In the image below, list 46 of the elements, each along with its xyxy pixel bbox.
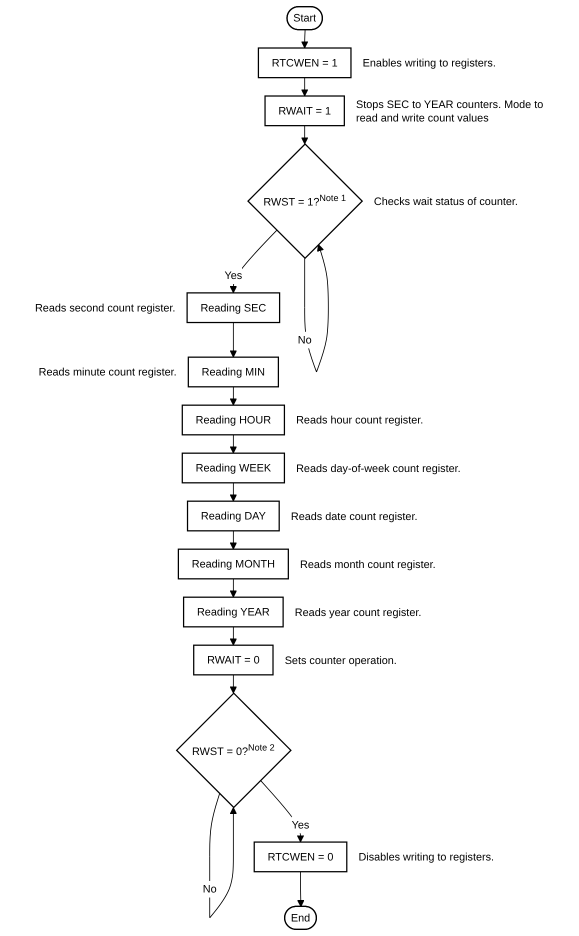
arrow	[230, 674, 238, 694]
description-text: Stops SEC to YEAR counters. Mode to read and write count values	[356, 98, 544, 124]
description-text: Checks wait status of counter.	[374, 196, 518, 208]
description-text: Reads date count register.	[291, 510, 418, 523]
node-box	[182, 404, 286, 436]
description-text: Disables writing to registers.	[358, 852, 494, 864]
node-box	[187, 500, 280, 532]
arrow	[230, 230, 278, 294]
node-box	[254, 841, 348, 872]
arrow	[230, 530, 238, 550]
node-box	[258, 47, 352, 78]
arrow	[230, 626, 238, 646]
description-text: Reads year count register.	[295, 606, 422, 619]
arrow	[210, 793, 238, 918]
edge-label: No	[298, 333, 312, 346]
node-diamond	[247, 143, 364, 260]
arrow	[301, 77, 309, 96]
description-text: Enables writing to registers.	[363, 58, 496, 70]
node-box	[186, 292, 281, 324]
description-text: Reads hour count register.	[296, 414, 424, 427]
arrow	[230, 578, 238, 598]
node-box	[183, 596, 284, 628]
edge-label: Yes	[292, 818, 310, 831]
node-diamond	[176, 692, 292, 808]
arrow	[230, 322, 238, 358]
node-box	[264, 95, 346, 126]
flowchart: Yes No Yes No Start RTCWEN = 1 RWAIT = 1 RWST = 1?$^{Note 1}$ Reading SEC Reading MIN Reading HOUR Reading WEEK Reading DAY Reading MONTH Reading YEAR RWAIT = 0 RWST = 0?$^{Note 2}$ RTCWEN = 0 End Enables writing to registers. Stops SEC to YEAR counters. Mode to read and write count values Checks wait status of counter. Reads second count register. Reads minute count register. Reads hour count register. Reads day-of-week count register. Reads date count register. Reads month count register. Reads year count register. Sets counter operation. Disables writing to registers.	[30, 0, 549, 936]
node-box	[178, 548, 290, 580]
arrow	[230, 482, 238, 502]
description-text: Sets counter operation.	[285, 654, 398, 667]
arrow	[230, 434, 238, 454]
node-box	[188, 356, 280, 388]
node-box	[182, 452, 286, 484]
arrow	[230, 386, 238, 406]
edge-label: No	[203, 882, 218, 896]
description-text: Reads minute count register.	[38, 366, 178, 379]
node-box	[193, 644, 274, 676]
arrow	[301, 125, 309, 144]
edge-label: Yes	[224, 269, 243, 282]
arrow	[260, 780, 305, 842]
arrow	[304, 244, 330, 372]
description-text: Reads month count register.	[300, 558, 436, 571]
description-text: Reads day-of-week count register.	[296, 462, 462, 475]
arrow	[297, 871, 305, 908]
arrow	[301, 30, 309, 48]
description-text: Reads second count register.	[35, 302, 176, 314]
